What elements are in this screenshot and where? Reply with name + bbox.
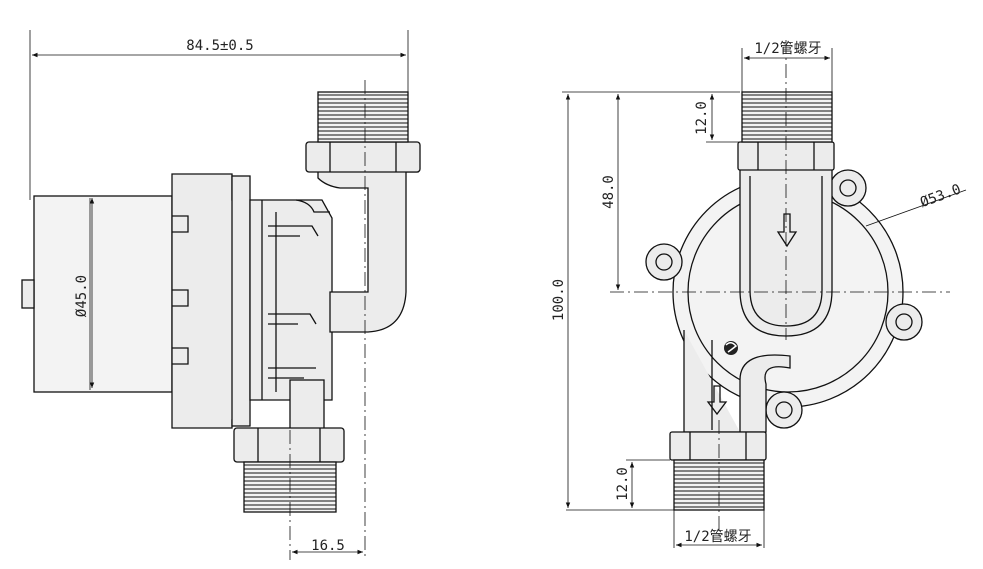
front-view	[562, 40, 967, 548]
mounting-ear-left	[645, 243, 683, 281]
outlet-offset-label: 16.5	[311, 538, 345, 554]
outlet-flow-arrow	[706, 385, 728, 416]
motor-diameter-label: Ø45.0	[74, 275, 90, 317]
bottom-thread-length-label: 12.0	[615, 467, 631, 501]
brand-logo-icon	[724, 341, 738, 355]
top-thread-length-label: 12.0	[694, 101, 710, 135]
mounting-ear-bottom	[765, 391, 803, 429]
bottom-hex-nut	[233, 427, 345, 463]
top-thread-label: 1/2管螺牙	[754, 41, 821, 57]
total-height-label: 100.0	[551, 279, 567, 321]
top-hex-nut	[305, 141, 421, 173]
mounting-ear-top-right	[829, 169, 867, 207]
outlet-elbow	[317, 143, 419, 333]
inlet-thread	[741, 91, 833, 143]
outlet-channel	[683, 330, 791, 433]
overall-width-label: 84.5±0.5	[186, 38, 253, 54]
outlet-hex-nut	[669, 431, 767, 461]
bottom-thread-label: 1/2管螺牙	[684, 529, 751, 545]
top-thread	[317, 91, 409, 143]
side-view	[21, 30, 421, 560]
motor-housing	[33, 195, 173, 393]
mounting-ear-right	[885, 303, 923, 341]
inlet-flow-arrow	[776, 213, 798, 248]
inlet-height-label: 48.0	[601, 175, 617, 209]
volute-diameter-label: Ø53.0	[918, 182, 963, 211]
volute-diameter-leader	[865, 189, 967, 227]
